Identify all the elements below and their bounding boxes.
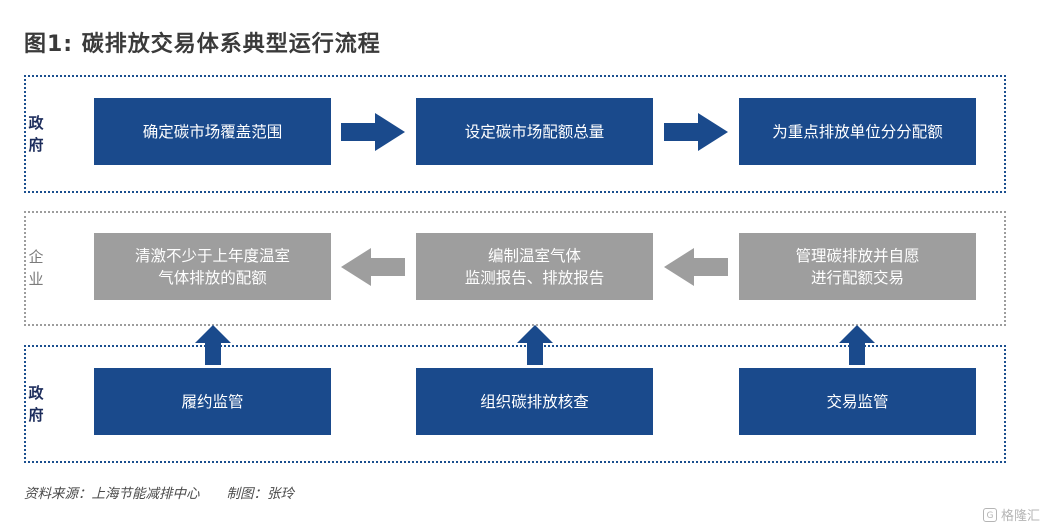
box-manage-emissions-trade: 管理碳排放并自愿 进行配额交易 <box>739 233 976 300</box>
box-define-market-scope: 确定碳市场覆盖范围 <box>94 98 331 165</box>
box-prepare-reports: 编制温室气体 监测报告、排放报告 <box>416 233 653 300</box>
source-note: 资料来源：上海节能减排中心 制图：张玲 <box>24 486 294 502</box>
arrow-right-icon <box>664 113 728 151</box>
arrow-up-icon <box>517 325 553 365</box>
section-label-government-bottom: 政 府 <box>28 384 44 424</box>
section-government-top <box>24 75 1006 193</box>
box-surrender-allowances: 清激不少于上年度温室 气体排放的配额 <box>94 233 331 300</box>
page-title: 图1: 碳排放交易体系典型运行流程 <box>24 32 381 57</box>
arrow-left-icon <box>341 248 405 286</box>
section-government-bottom <box>24 345 1006 463</box>
section-label-enterprise: 企 业 <box>28 248 44 288</box>
watermark-logo-icon: G <box>982 507 997 522</box>
box-set-total-allowance: 设定碳市场配额总量 <box>416 98 653 165</box>
watermark: G 格隆汇 <box>982 505 1040 524</box>
arrow-right-icon <box>341 113 405 151</box>
arrow-up-icon <box>195 325 231 365</box>
section-enterprise <box>24 211 1006 326</box>
box-trading-supervision: 交易监管 <box>739 368 976 435</box>
box-allocate-allowances: 为重点排放单位分分配额 <box>739 98 976 165</box>
section-label-government-top: 政 府 <box>28 114 44 154</box>
box-emission-verification: 组织碳排放核查 <box>416 368 653 435</box>
box-compliance-supervision: 履约监管 <box>94 368 331 435</box>
arrow-up-icon <box>839 325 875 365</box>
arrow-left-icon <box>664 248 728 286</box>
